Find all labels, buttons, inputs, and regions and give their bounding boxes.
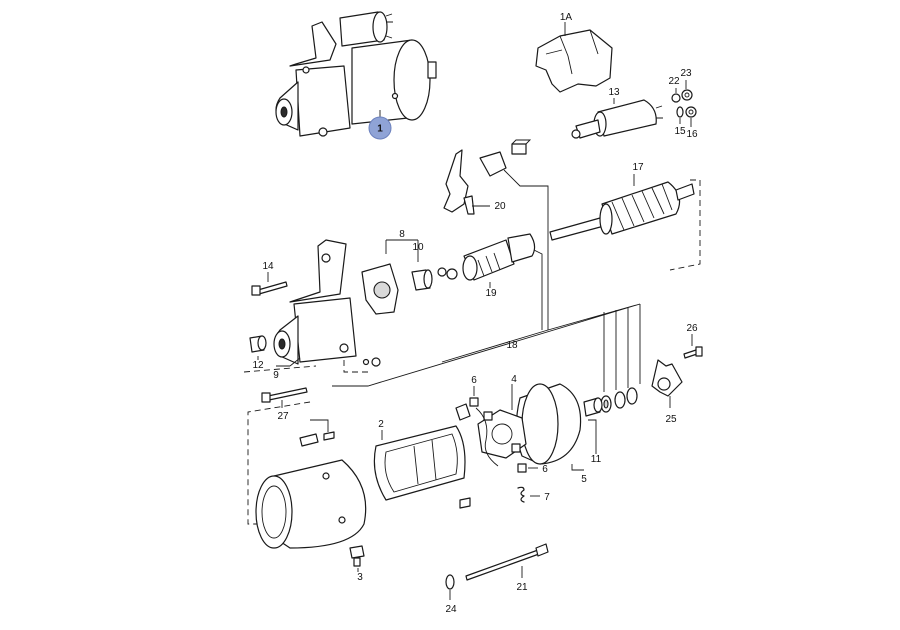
left-bracket (247, 401, 311, 525)
part-27-through-bolt[interactable]: 27 (261, 387, 308, 422)
part-6-bottom-label: 6 (542, 464, 548, 475)
part-15-spring-washer[interactable]: 15 (674, 106, 686, 137)
part-11-label: 11 (591, 454, 602, 465)
part-24-label: 24 (445, 604, 457, 615)
part-22-label: 22 (668, 76, 680, 87)
part-15-label: 15 (674, 126, 686, 137)
part-12-label: 12 (252, 360, 264, 371)
part-3-yoke[interactable] (255, 459, 367, 549)
connector-parts (299, 419, 471, 509)
part-16-nut[interactable]: 16 (685, 106, 698, 140)
part-7-spring[interactable]: 7 (517, 486, 550, 503)
part-7-label: 7 (544, 492, 550, 503)
part-23-nut[interactable]: 23 (680, 68, 693, 101)
part-6-brush-top[interactable]: 6 (469, 375, 479, 407)
part-5-commutator-cover[interactable]: 5 (515, 383, 587, 485)
part-26-label: 26 (686, 323, 698, 334)
armature-bracket (669, 179, 701, 271)
part-17-label: 17 (632, 162, 644, 173)
part-2-field-winding[interactable]: 2 (373, 403, 471, 501)
part-18-label: 18 (506, 340, 518, 351)
part-10-bushing[interactable]: 10 (411, 242, 433, 291)
part-1A-cover[interactable]: 1A (535, 12, 613, 93)
part-24-washer[interactable]: 24 (445, 574, 457, 615)
part-20-group-line (503, 169, 549, 330)
part-13-solenoid[interactable]: 13 (571, 87, 663, 139)
part-22-washer[interactable]: 22 (668, 76, 681, 103)
part-3-screw[interactable]: 3 (349, 545, 365, 583)
part-11-bushing[interactable]: 11 (583, 397, 603, 465)
part-1-callout[interactable]: 1 (368, 116, 392, 140)
part-23-label: 23 (680, 68, 692, 79)
part-25-label: 25 (665, 414, 677, 425)
part-16-label: 16 (686, 129, 698, 140)
part-21-label: 21 (516, 582, 528, 593)
brush-wire (475, 407, 499, 467)
part-19-pinion-drive[interactable]: 19 (462, 233, 536, 299)
part-21-bolt[interactable]: 21 (465, 543, 549, 593)
part-1A-label: 1A (560, 12, 573, 23)
part-9-drive-housing[interactable]: 9 (273, 239, 357, 381)
part-4-brush-holder[interactable]: 4 (477, 374, 527, 459)
starter-motor-assembly[interactable] (275, 11, 437, 137)
part-12-bushing[interactable]: 12 (249, 335, 267, 371)
part-4-label: 4 (511, 374, 517, 385)
part-6-top-label: 6 (471, 375, 477, 386)
part-9-label: 9 (273, 370, 279, 381)
part-26-screw[interactable]: 26 (683, 323, 703, 359)
part-8-label: 8 (399, 229, 405, 240)
part-6-brush-bottom[interactable]: 6 (517, 463, 548, 475)
part-27-label: 27 (277, 411, 289, 422)
part-1-label: 1 (377, 124, 383, 135)
part-20-lever[interactable]: 20 (443, 139, 532, 215)
part-17-armature[interactable]: 17 (549, 162, 695, 241)
part-18-group[interactable]: 18 (332, 303, 641, 392)
part-8-bearing-plate[interactable]: 8 (361, 229, 419, 315)
part-3-label: 3 (357, 572, 363, 583)
housing-small-parts (243, 357, 381, 373)
small-ring-parts (437, 267, 458, 280)
part-14-label: 14 (262, 261, 274, 272)
part-19-label: 19 (485, 288, 497, 299)
part-10-label: 10 (412, 242, 424, 253)
part-2-label: 2 (378, 419, 384, 430)
part-13-label: 13 (608, 87, 620, 98)
part-14-bolt[interactable]: 14 (251, 261, 288, 296)
part-20-label: 20 (494, 201, 506, 212)
part-25-end-cap[interactable]: 25 (651, 359, 683, 425)
ring-washers (600, 387, 638, 413)
part-5-label: 5 (581, 474, 587, 485)
pinion-group-line (533, 249, 543, 330)
